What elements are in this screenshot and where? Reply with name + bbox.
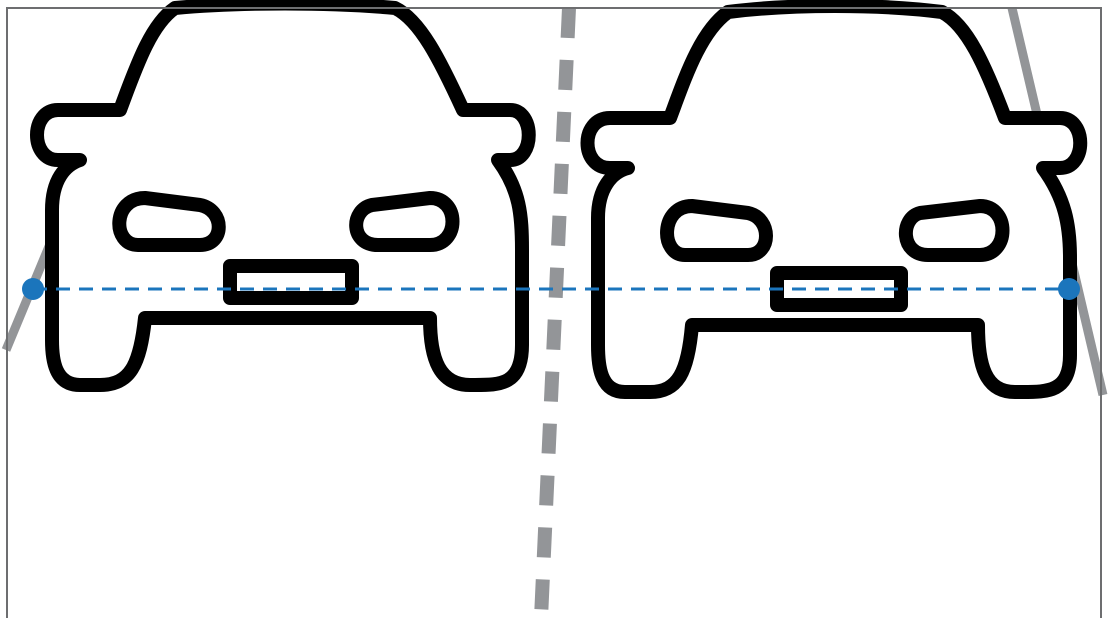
right-car-right-headlight	[906, 206, 1003, 255]
right-car-body	[588, 6, 1081, 392]
right-car-icon	[588, 6, 1081, 392]
left-car-left-headlight	[119, 198, 218, 245]
left-car-right-headlight	[356, 198, 452, 245]
left-car-license-plate	[230, 266, 352, 298]
left-car-body	[37, 4, 529, 386]
left-car-icon	[37, 4, 529, 386]
level-right-endpoint	[1058, 278, 1080, 300]
level-left-endpoint	[22, 278, 44, 300]
right-car-left-headlight	[667, 206, 766, 255]
center-lane-divider	[541, 8, 569, 618]
